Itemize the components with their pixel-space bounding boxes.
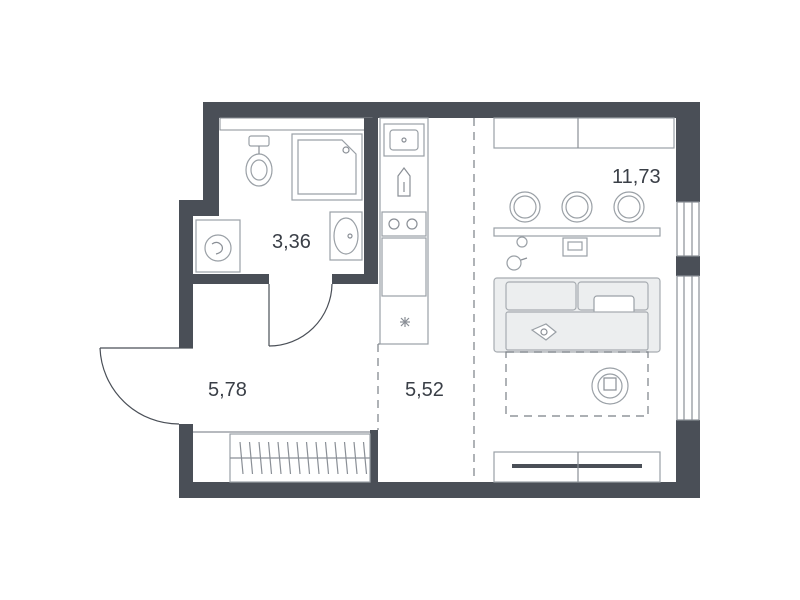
kitchen-sink-icon	[383, 123, 425, 157]
window-upper	[676, 201, 700, 257]
cushion-icon	[530, 323, 557, 341]
hallway-area-label: 5,78	[208, 379, 247, 401]
hallway-wardrobe	[229, 433, 371, 483]
fridge-icon	[381, 237, 427, 297]
wall-left-middle	[179, 200, 193, 348]
hanger-mark	[305, 441, 311, 475]
kitchen-area-label: 5,52	[405, 379, 444, 401]
hanger-mark	[239, 441, 244, 475]
bar-counter	[493, 227, 661, 237]
wall-right-bottom	[676, 420, 700, 498]
hanger-mark	[343, 441, 349, 475]
washing-machine-icon	[195, 219, 241, 273]
windows	[219, 117, 700, 421]
hanger-mark	[315, 441, 320, 475]
wardrobe-living	[493, 117, 675, 149]
hanger-mark	[324, 441, 330, 475]
tv-stand-icon	[493, 451, 661, 483]
wall-top	[203, 102, 700, 118]
window-lower	[676, 275, 700, 421]
wall-bathroom-bottom-right	[332, 274, 378, 284]
coffee-machine-icon	[562, 237, 588, 257]
hanger-mark	[296, 441, 301, 475]
hanger-mark	[248, 441, 254, 475]
wall-bathroom-right	[364, 118, 378, 282]
rug-area	[505, 351, 649, 417]
faucet-icon	[397, 167, 411, 197]
robot-vacuum-icon	[591, 367, 629, 405]
wall-left-lower	[179, 424, 193, 498]
hanger-mark	[267, 441, 273, 475]
interior-walls	[193, 118, 378, 482]
living-room-area-label: 11,73	[612, 166, 661, 188]
entrance-door	[99, 347, 193, 425]
wall-partition-stub	[370, 430, 378, 482]
hanger-mark	[362, 441, 368, 475]
kettle-icon	[506, 236, 528, 271]
ventilation-icon	[400, 317, 410, 327]
shower-tray-icon	[291, 133, 363, 201]
outer-walls	[179, 102, 700, 498]
hanger-mark	[353, 441, 358, 475]
living-room-furniture	[493, 191, 661, 483]
hanger-mark	[277, 441, 282, 475]
wall-bathroom-bottom-left	[193, 274, 269, 284]
hanger-mark	[258, 441, 263, 475]
bathroom-door	[268, 283, 333, 347]
wall-right-mid	[676, 256, 700, 276]
hanger-mark	[286, 441, 292, 475]
wall-left-upper	[203, 102, 219, 202]
bathroom-fixtures	[195, 133, 363, 273]
hanger-marks	[239, 441, 368, 475]
kitchen-fixtures	[378, 117, 429, 345]
sofa-icon	[493, 277, 661, 353]
stool-icons	[509, 191, 645, 223]
wall-right-top	[676, 102, 700, 202]
sink-icon	[329, 211, 363, 261]
cooktop-icon	[381, 211, 427, 237]
hanger-mark	[334, 441, 339, 475]
bathroom-area-label: 3,36	[272, 231, 311, 253]
wall-bottom	[179, 482, 700, 498]
toilet-icon	[245, 135, 273, 187]
